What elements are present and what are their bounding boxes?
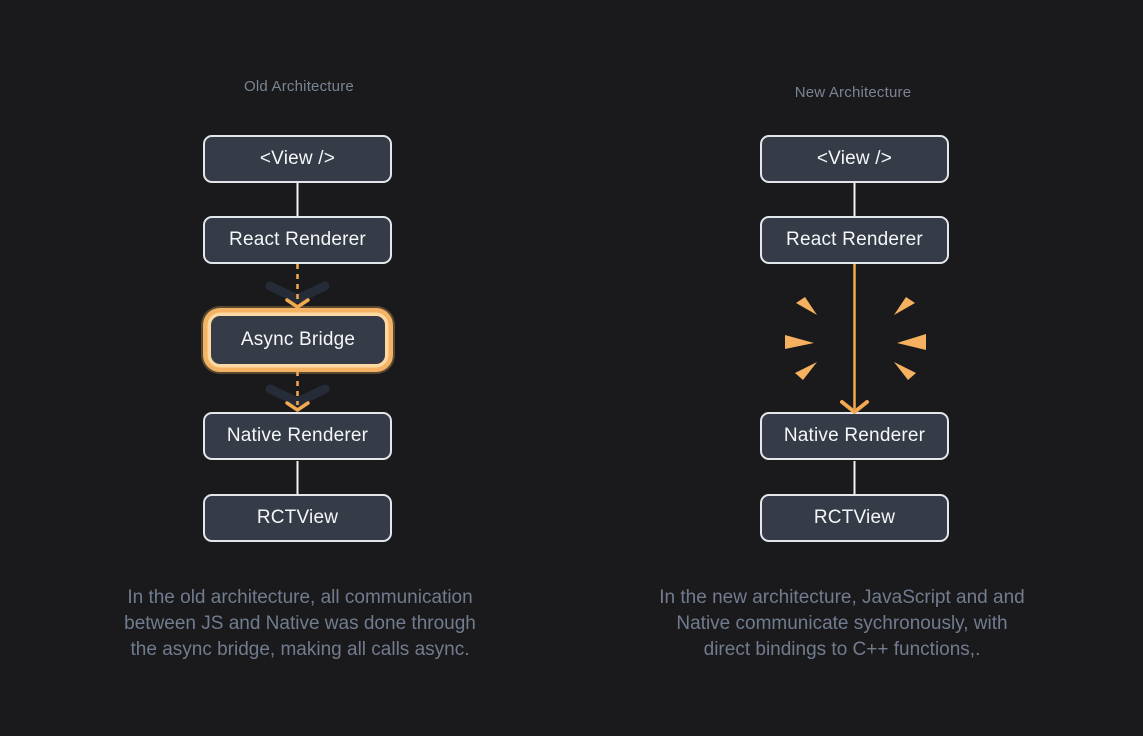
caption-line: direct bindings to C++ functions,. <box>703 639 981 660</box>
node-native-renderer-old: Native Renderer <box>203 412 392 460</box>
new-architecture-title: New Architecture <box>794 84 912 101</box>
old-architecture-title: Old Architecture <box>244 78 354 95</box>
node-react-renderer-new: React Renderer <box>760 216 949 264</box>
node-rctview-new: RCTView <box>760 494 949 542</box>
arrowhead-icon <box>285 401 310 412</box>
burst-right-icon <box>894 297 926 380</box>
chevron-dark-icon <box>265 281 330 304</box>
arrowhead-icon <box>285 298 310 309</box>
node-react-renderer-old: React Renderer <box>203 216 392 264</box>
caption-line: the async bridge, making all calls async… <box>130 639 470 660</box>
node-view-old: <View /> <box>203 135 392 183</box>
caption-line: In the old architecture, all communicati… <box>127 587 473 608</box>
chevron-dark-icon <box>265 384 330 407</box>
burst-left-icon <box>785 297 817 380</box>
caption-line: In the new architecture, JavaScript and … <box>659 587 1025 608</box>
node-native-renderer-new: Native Renderer <box>760 412 949 460</box>
node-rctview-old: RCTView <box>203 494 392 542</box>
old-architecture-caption: In the old architecture, all communicati… <box>60 585 540 663</box>
arrowhead-icon <box>840 400 869 414</box>
caption-line: between JS and Native was done through <box>124 613 476 634</box>
node-async-bridge: Async Bridge <box>211 316 385 364</box>
new-architecture-caption: In the new architecture, JavaScript and … <box>602 585 1082 663</box>
caption-line: Native communicate sychronously, with <box>676 613 1008 634</box>
node-view-new: <View /> <box>760 135 949 183</box>
